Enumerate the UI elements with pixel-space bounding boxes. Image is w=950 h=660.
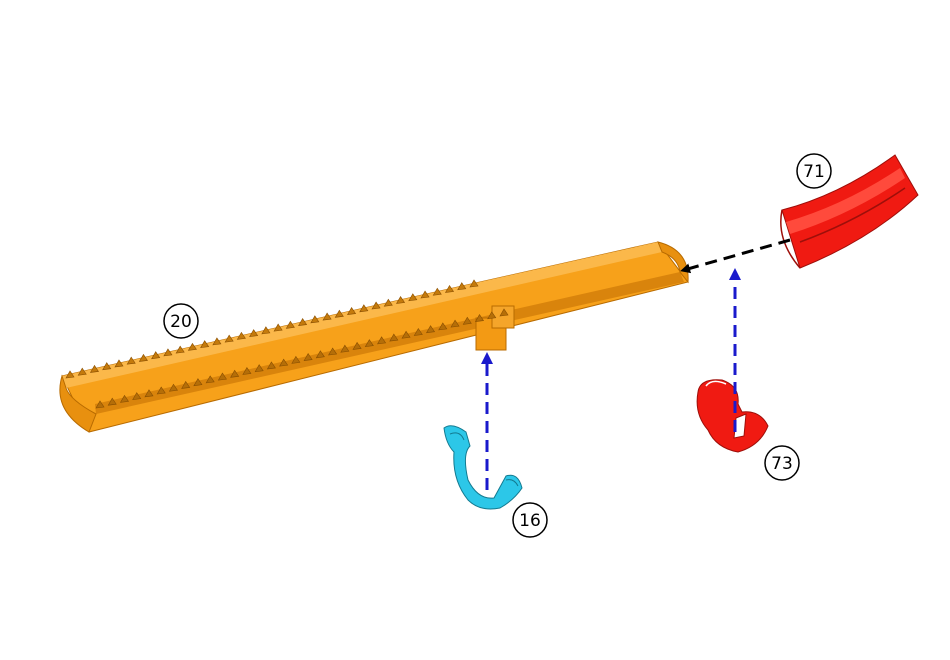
callout-16: 16 <box>513 503 547 537</box>
spring-clip-part <box>444 426 522 509</box>
callout-20: 20 <box>164 304 198 338</box>
callout-16-label: 16 <box>519 511 541 531</box>
callout-73-label: 73 <box>771 454 793 474</box>
end-clip-part <box>697 380 768 452</box>
callout-73: 73 <box>765 446 799 480</box>
arrow-elbow-to-channel <box>684 240 790 270</box>
callout-71: 71 <box>797 154 831 188</box>
callout-71-label: 71 <box>803 162 825 182</box>
channel-part <box>60 242 688 432</box>
callout-20-label: 20 <box>170 312 192 332</box>
